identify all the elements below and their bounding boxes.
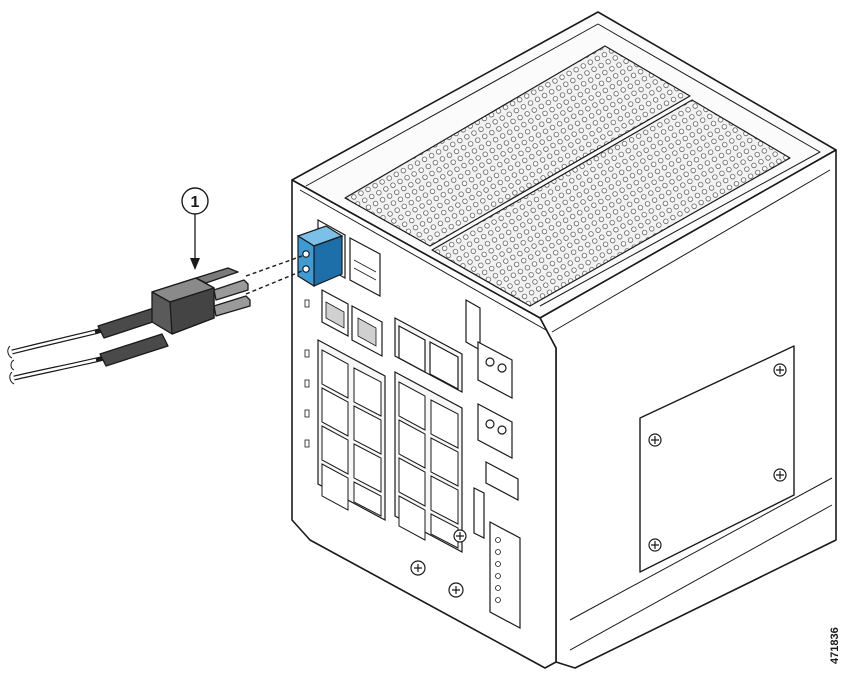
rj45-port-icon[interactable] (353, 481, 382, 517)
figure-id: 471836 (829, 627, 841, 664)
callout-arrowhead (190, 258, 200, 270)
rj45-port-icon[interactable] (321, 349, 349, 399)
rj45-ports-mid (398, 381, 459, 549)
rj45-port-icon[interactable] (398, 381, 426, 431)
terminal-block-icon[interactable] (477, 403, 513, 459)
rj45-port-icon[interactable] (429, 340, 459, 391)
rj45-port-icon[interactable] (398, 419, 426, 469)
rj45-port-icon[interactable] (353, 443, 382, 493)
rj45-port-icon[interactable] (430, 513, 459, 549)
rj45-port-icon[interactable] (353, 367, 382, 417)
fiber-lc-connector-icon (7, 267, 251, 385)
console-port[interactable] (485, 461, 519, 501)
alignment-lines (245, 255, 303, 295)
rj45-port-icon[interactable] (398, 495, 426, 541)
top-vent-left (344, 45, 691, 247)
ground-screw-icon[interactable] (448, 582, 464, 598)
rj45-ports-left (321, 349, 382, 517)
sfp-module-icon[interactable] (296, 225, 344, 288)
screw-icon (453, 529, 467, 543)
side-mounting-plate (639, 345, 795, 573)
screw-icon (773, 363, 787, 377)
rj45-port-icon[interactable] (321, 387, 349, 437)
rj45-port-icon[interactable] (430, 475, 459, 525)
screw-icon (648, 538, 662, 552)
rj45-port-icon[interactable] (430, 437, 459, 487)
plate-screws (648, 363, 787, 552)
rj45-port-icon[interactable] (353, 405, 382, 455)
ferrule-upper (213, 279, 249, 301)
terminal-block-icon[interactable] (489, 521, 521, 629)
callout-label: 1 (191, 194, 200, 211)
rj45-port-icon[interactable] (398, 324, 426, 374)
screw-icon (648, 433, 662, 447)
rj45-port-icon[interactable] (321, 425, 349, 475)
connector-boot-lower (99, 333, 169, 367)
callout-1: 1 (181, 187, 209, 270)
rj45-port-icon[interactable] (398, 457, 426, 507)
ground-screw-icon[interactable] (410, 560, 426, 576)
ferrule-lower (213, 295, 251, 317)
screw-icon (773, 468, 787, 482)
terminal-block-icon[interactable] (477, 341, 513, 399)
sfp-cage-2[interactable] (349, 237, 381, 297)
rj45-port-icon[interactable] (430, 399, 459, 449)
rj45-port-icon[interactable] (321, 463, 349, 511)
top-vent-right (431, 99, 791, 307)
alarm-lever (473, 487, 485, 539)
